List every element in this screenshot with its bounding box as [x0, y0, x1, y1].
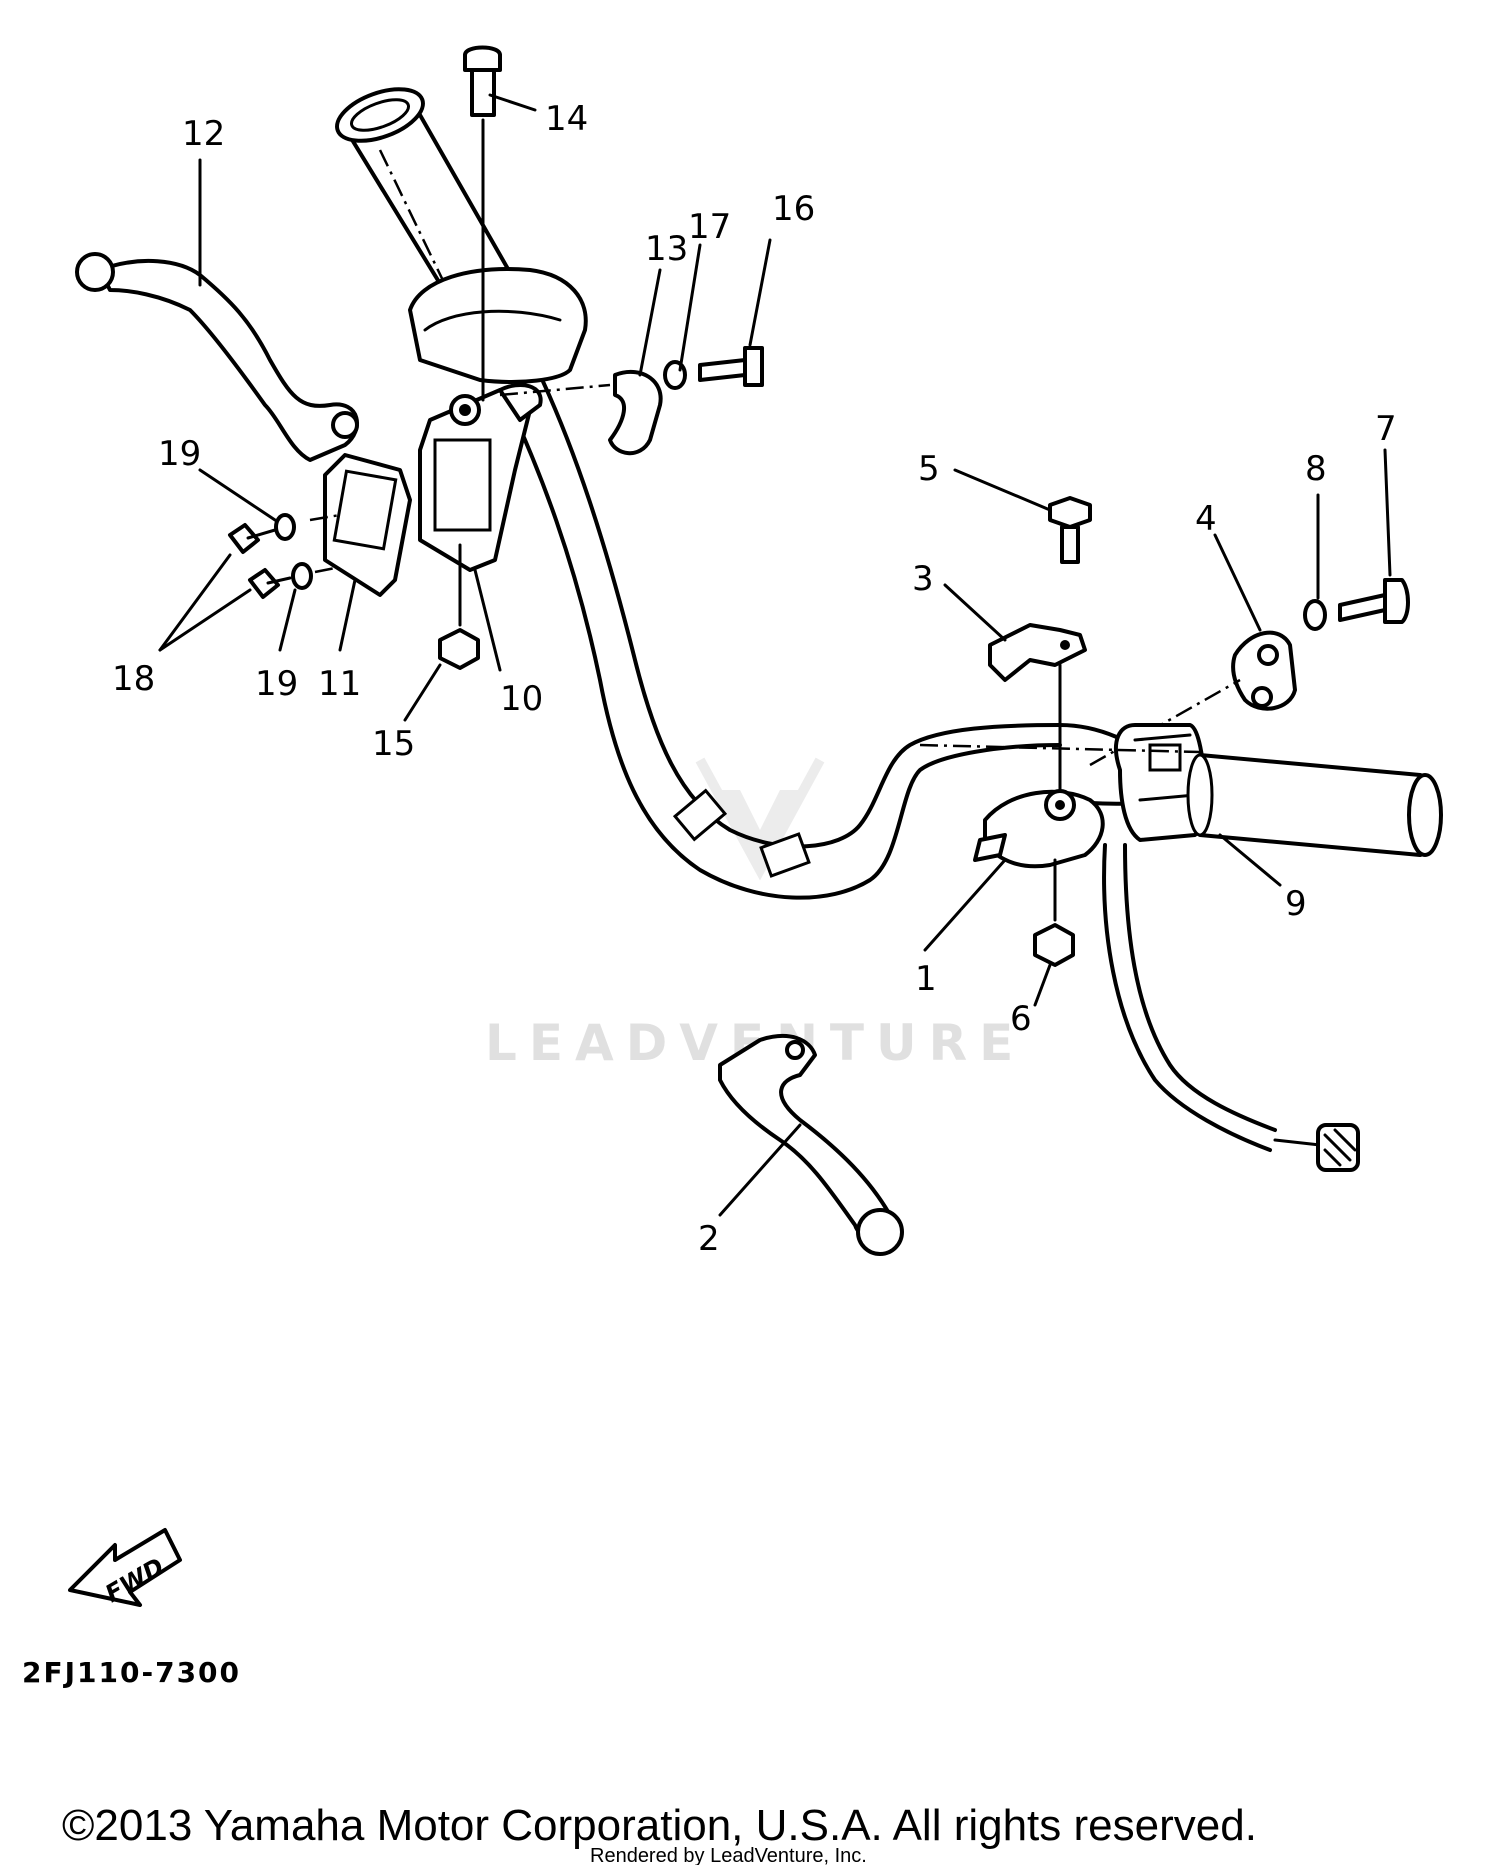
callout-8: 8	[1305, 449, 1327, 489]
callout-14: 14	[545, 99, 588, 139]
clamp-4	[1089, 630, 1297, 767]
callout-3: 3	[912, 559, 934, 599]
throttle-cable	[1102, 843, 1360, 1172]
washer-8	[1303, 599, 1327, 631]
nut-15	[438, 543, 480, 670]
reservoir-cover	[323, 453, 412, 597]
callout-19-lower: 19	[255, 664, 298, 704]
diagram-code: 2FJ110-7300	[22, 1656, 241, 1689]
bolt-14	[463, 45, 502, 402]
cable-holder-3	[988, 623, 1087, 792]
clamp-13	[499, 346, 764, 456]
watermark: LEADVENTURE	[485, 757, 1013, 1072]
callout-17: 17	[688, 207, 731, 247]
callout-10: 10	[500, 679, 543, 719]
copyright-notice: ©2013 Yamaha Motor Corporation, U.S.A. A…	[62, 1801, 1257, 1850]
callout-7: 7	[1375, 409, 1397, 449]
callout-13: 13	[645, 229, 688, 269]
left-lever	[75, 252, 359, 462]
callout-19-upper: 19	[158, 434, 201, 474]
nut-6	[1033, 858, 1075, 967]
callout-2: 2	[698, 1219, 720, 1259]
fwd-arrow: FWD	[68, 1528, 182, 1608]
screws-left	[228, 513, 341, 599]
callouts: 12 14 13 17 16 19 18 19 11 10 15 5 3 4 8…	[112, 99, 1397, 1259]
lever-bracket-1	[973, 789, 1105, 869]
callout-5: 5	[918, 449, 940, 489]
callout-11: 11	[318, 664, 361, 704]
bolt-7	[1338, 578, 1410, 624]
callout-9: 9	[1285, 884, 1307, 924]
callout-4: 4	[1195, 499, 1217, 539]
callout-12: 12	[182, 114, 225, 154]
callout-18: 18	[112, 659, 155, 699]
callout-6: 6	[1010, 999, 1032, 1039]
rendered-by-notice: Rendered by LeadVenture, Inc.	[590, 1845, 867, 1865]
callout-1: 1	[915, 959, 937, 999]
bolt-5	[1048, 496, 1092, 564]
callout-16: 16	[772, 189, 815, 229]
throttle-housing-9	[919, 723, 1443, 857]
right-lever-2	[718, 1034, 904, 1256]
callout-15: 15	[372, 724, 415, 764]
leader-lines	[158, 93, 1392, 1217]
